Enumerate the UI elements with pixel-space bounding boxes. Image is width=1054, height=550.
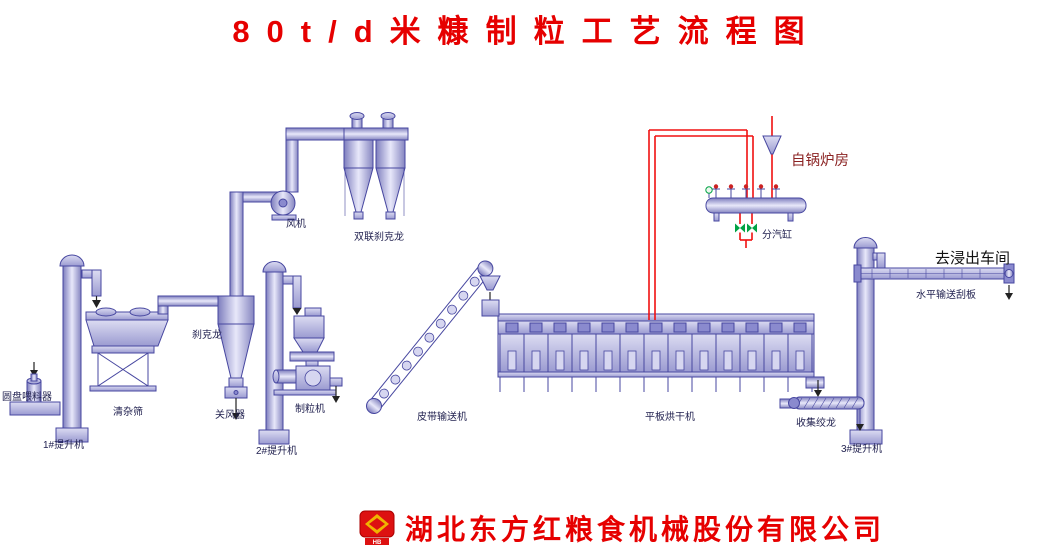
dryer-feed-chute bbox=[479, 275, 501, 317]
elevator-1 bbox=[55, 254, 102, 443]
label-cyclone: 刹克龙 bbox=[192, 328, 222, 341]
company-logo: HB bbox=[359, 510, 395, 546]
elevator-1-boot bbox=[55, 427, 89, 443]
flow-arrow bbox=[232, 413, 240, 420]
label-fan: 风机 bbox=[286, 217, 306, 230]
belt-head-pulley bbox=[477, 260, 494, 277]
cyclone-exhaust-duct bbox=[229, 191, 244, 299]
label-belt-conveyor: 皮带输送机 bbox=[417, 410, 467, 423]
steam-piping bbox=[648, 116, 782, 320]
label-flat-plate-dryer: 平板烘干机 bbox=[645, 410, 695, 423]
belt-idlers bbox=[379, 276, 480, 399]
elevator-3-cap bbox=[853, 237, 878, 249]
steam-valves bbox=[712, 184, 780, 198]
flow-arrow bbox=[814, 390, 822, 397]
label-airlock: 关风器 bbox=[215, 408, 245, 421]
elevator-2-body bbox=[265, 271, 284, 435]
label-from-boiler-room: 自锅炉房 bbox=[791, 152, 849, 169]
dryer-top-doors bbox=[505, 322, 807, 333]
flow-arrow bbox=[292, 308, 302, 315]
flat-plate-dryer bbox=[497, 313, 825, 392]
pressure-gauge bbox=[705, 186, 713, 194]
cleaning-sieve bbox=[85, 307, 169, 392]
label-collecting-screw: 收集绞龙 bbox=[796, 416, 836, 429]
footer: HB 湖北东方红粮食机械股份有限公司 bbox=[95, 508, 1054, 548]
cyclone-cone bbox=[217, 323, 255, 379]
flow-arrow bbox=[92, 300, 101, 308]
label-to-extraction-workshop: 去浸出车间 bbox=[935, 250, 1010, 267]
dryer-door-slots bbox=[507, 350, 805, 371]
label-elevator-3: 3#提升机 bbox=[841, 442, 882, 455]
cyclone bbox=[217, 191, 255, 420]
elevator-2-cap bbox=[262, 261, 287, 273]
label-pellet-mill: 制粒机 bbox=[295, 402, 325, 415]
label-elevator-1: 1#提升机 bbox=[43, 438, 84, 451]
elevator-2 bbox=[258, 261, 302, 445]
label-horizontal-scraper: 水平输送刮板 bbox=[916, 288, 976, 301]
elevator-3-boot bbox=[849, 429, 883, 445]
sieve-body bbox=[85, 319, 169, 347]
disc-feeder-table bbox=[9, 401, 61, 416]
steam-header-cylinder bbox=[705, 184, 807, 222]
label-elevator-2: 2#提升机 bbox=[256, 444, 297, 457]
logo-text: HB bbox=[373, 540, 382, 546]
boiler-feed-funnel bbox=[762, 135, 782, 155]
dryer-panel-dividers bbox=[499, 334, 813, 372]
dryer-legs bbox=[499, 377, 813, 392]
dryer-drive-motor bbox=[805, 376, 825, 389]
cyclone-barrel bbox=[217, 295, 255, 325]
scraper-flights bbox=[871, 269, 981, 278]
belt-tail-pulley bbox=[366, 398, 382, 414]
disc-feeder bbox=[9, 362, 61, 416]
elevator-1-cap bbox=[59, 254, 85, 267]
pellet-mill bbox=[272, 307, 343, 403]
aspiration-duct bbox=[157, 295, 221, 315]
fan bbox=[242, 133, 299, 221]
elevator-1-body bbox=[62, 265, 82, 435]
label-double-cyclone: 双联刹克龙 bbox=[354, 230, 404, 243]
elevator-2-boot bbox=[258, 429, 290, 445]
mill-conditioner bbox=[289, 351, 335, 362]
double-cyclone bbox=[285, 112, 409, 220]
collecting-screw bbox=[779, 380, 865, 431]
page-title: 80t/d米糠制粒工艺流程图 bbox=[232, 14, 822, 49]
flow-arrow bbox=[1005, 293, 1013, 300]
label-disc-feeder: 圆盘喂料器 bbox=[2, 390, 52, 403]
condensate-trap bbox=[735, 213, 757, 248]
flow-arrow bbox=[856, 424, 864, 431]
sieve-stand bbox=[89, 352, 157, 392]
horizontal-scraper-conveyor bbox=[853, 263, 1015, 300]
label-steam-header: 分汽缸 bbox=[762, 228, 792, 241]
company-name: 湖北东方红粮食机械股份有限公司 bbox=[404, 514, 885, 545]
label-cleaning-sieve: 清杂筛 bbox=[113, 405, 143, 418]
mill-surge-bin bbox=[293, 315, 325, 339]
belt-conveyor bbox=[366, 260, 494, 414]
elevator-3 bbox=[849, 237, 886, 445]
flow-arrow bbox=[332, 396, 340, 403]
